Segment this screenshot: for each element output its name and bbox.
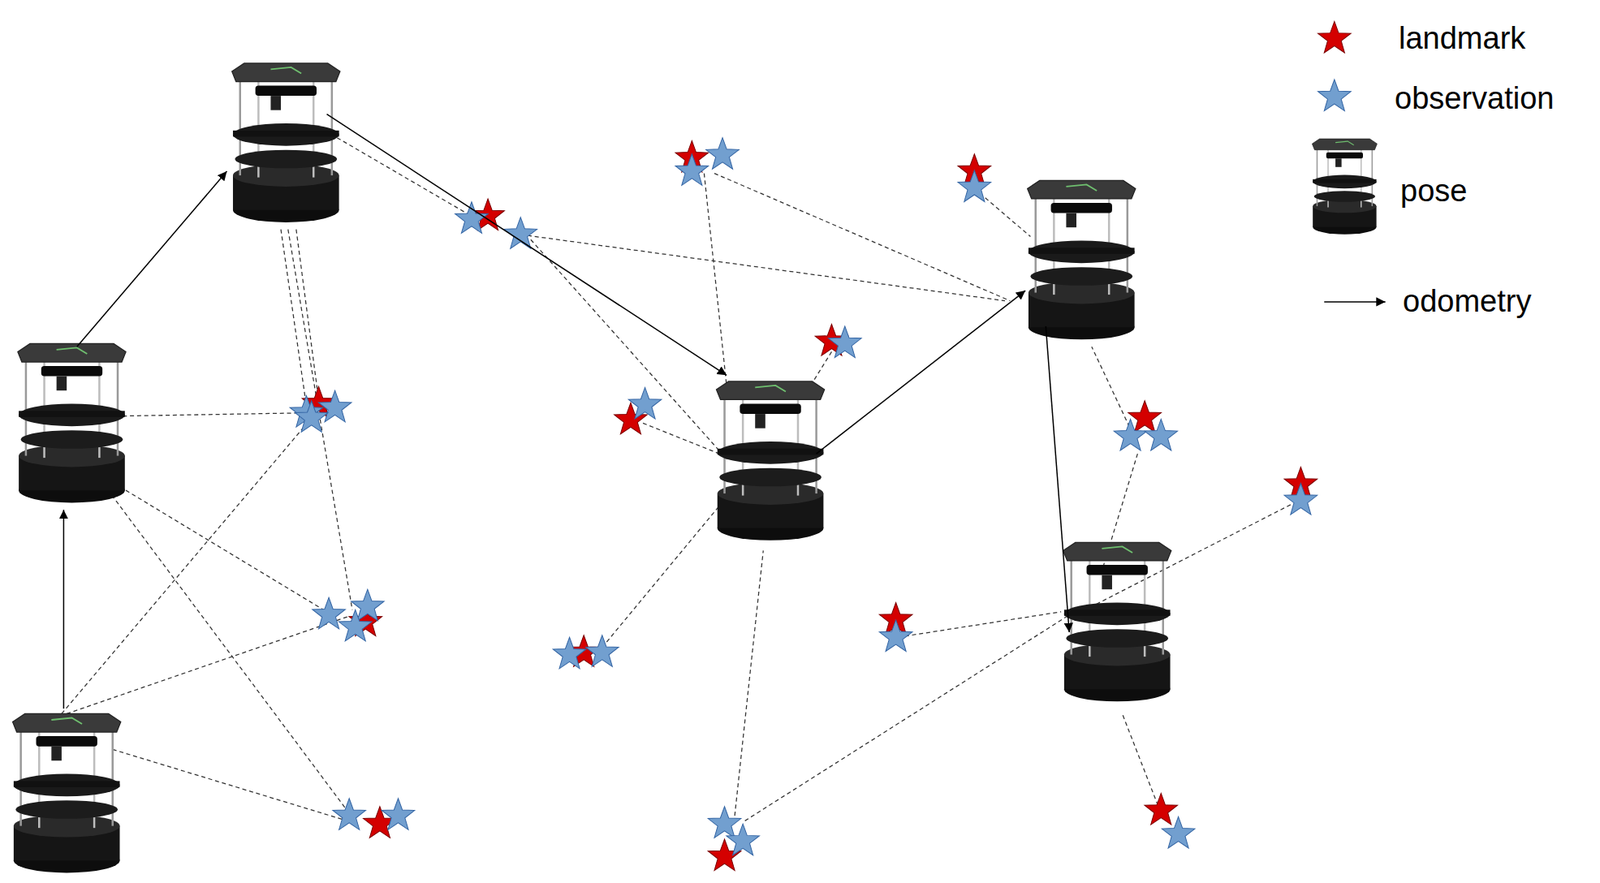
odometry-arrows-part [63,509,65,709]
observation-lines-part [122,413,302,417]
observation-stars [289,138,1318,856]
observation-lines-part [112,749,348,821]
odometry-arrows-part [327,114,727,376]
observation-stars-part [706,138,740,170]
legend-samples-part [1318,79,1352,112]
legend-samples [1311,21,1385,302]
observation-lines-part [530,239,727,459]
observation-lines [61,130,1291,822]
observation-stars-part [338,609,372,642]
legend-samples-part [1311,138,1377,235]
observation-stars-part [312,597,346,630]
observation-stars-part [455,202,489,234]
observation-stars-part [1144,418,1178,451]
legend-samples-part [1318,21,1352,53]
observation-lines-part [107,489,347,811]
observation-lines-part [1122,713,1159,806]
observation-lines-part [745,616,1067,821]
legend-label: landmark [1398,21,1526,57]
robot-poses-part [12,713,121,873]
observation-lines-part [602,500,725,648]
landmark-stars [301,140,1317,871]
robot-poses-part [715,381,824,541]
observation-lines-part [642,422,720,454]
observation-stars-part [294,401,328,433]
observation-stars-part [552,637,587,669]
observation-stars-part [332,798,367,831]
observation-lines-part [734,550,764,816]
observation-stars-part [675,154,709,186]
observation-lines-part [714,173,1010,302]
observation-stars-part [381,798,415,831]
observation-lines-part [324,130,472,217]
observation-lines-part [66,616,347,714]
odometry-arrows [63,114,1070,709]
observation-stars-part [879,620,913,652]
observation-stars-part [1161,816,1195,849]
odometry-arrows-part [77,171,228,347]
observation-lines-part [897,612,1061,638]
observation-stars-part [318,390,352,423]
odometry-arrows-part [1045,326,1070,633]
observation-stars-part [585,635,619,668]
observation-stars-part [1113,418,1148,451]
observation-lines-part [288,229,353,611]
observation-lines-part [703,173,727,386]
legend-samples-part [1323,301,1385,303]
legend-label: observation [1394,81,1554,117]
observation-stars-part [957,170,992,203]
observation-stars-part [1284,483,1318,516]
observation-stars-part [707,806,742,839]
observation-lines-part [107,478,327,612]
observation-stars-part [726,823,760,856]
observation-lines-part [296,229,320,401]
odometry-arrows-part [816,290,1027,454]
robot-poses-part [17,343,126,503]
observation-stars-part [628,387,662,419]
observation-lines-part [1091,346,1133,434]
landmark-stars-part [1144,793,1178,825]
robot-poses [12,63,1172,874]
legend-label: pose [1400,174,1467,209]
robot-poses-part [1063,542,1172,702]
robot-poses-part [1027,180,1136,340]
legend-label: odometry [1402,284,1531,320]
robot-poses-part [232,63,341,223]
observation-stars-part [828,326,862,358]
